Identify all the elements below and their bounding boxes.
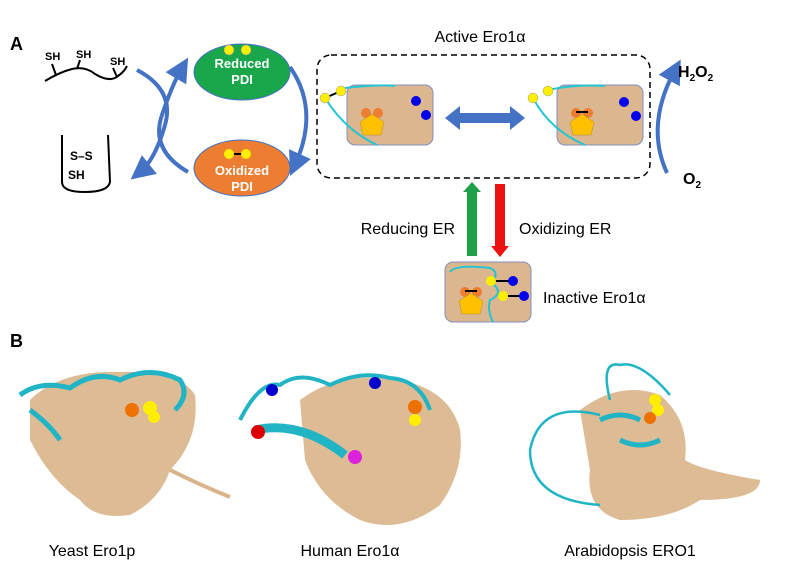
oxygen-reduction-arrow (655, 59, 681, 174)
reduced-substrate (44, 59, 128, 82)
reducing-er-label: Reducing ER (361, 221, 455, 238)
human-structure (238, 373, 461, 525)
structure-label-yeast: Yeast Ero1p (49, 543, 136, 560)
thiol-label: SH (110, 56, 125, 68)
active-ero1-state-2 (527, 84, 644, 146)
oxidized-pdi-line1: Oxidized (215, 163, 269, 178)
free-thiol-label: SH (68, 168, 85, 182)
equilibrium-arrow (445, 106, 525, 130)
o2-label: O2 (683, 171, 701, 191)
inactive-label: Inactive Ero1α (543, 290, 646, 307)
h2o2-label: H2O2 (678, 64, 714, 84)
panel-a-label: A (10, 34, 23, 54)
oxidized-pdi-line2: PDI (231, 179, 253, 194)
reducing-arrow (463, 182, 481, 256)
structure-label-human: Human Ero1α (300, 543, 399, 560)
active-ero1-state-1 (319, 84, 434, 146)
oxidized-substrate (61, 134, 112, 194)
reduced-pdi-line2: PDI (231, 72, 253, 87)
structure-label-arabidopsis: Arabidopsis ERO1 (564, 543, 696, 560)
inactive-ero1 (444, 261, 532, 323)
exchange-arrows (130, 57, 311, 180)
disulfide-label: S–S (70, 149, 93, 163)
reduced-pdi-line1: Reduced (215, 56, 270, 71)
panel-b-label: B (10, 331, 23, 351)
yeast-structure (18, 370, 231, 516)
thiol-label: SH (76, 49, 91, 61)
oxidized-pdi: Oxidized PDI (193, 139, 291, 197)
thiol-label: SH (45, 51, 60, 63)
oxidizing-arrow (491, 184, 509, 257)
active-title: Active Ero1α (434, 29, 525, 46)
reduced-pdi: Reduced PDI (193, 43, 291, 101)
oxidizing-er-label: Oxidizing ER (519, 221, 611, 238)
arabidopsis-structure (528, 363, 760, 520)
active-ero1-box (316, 54, 651, 179)
